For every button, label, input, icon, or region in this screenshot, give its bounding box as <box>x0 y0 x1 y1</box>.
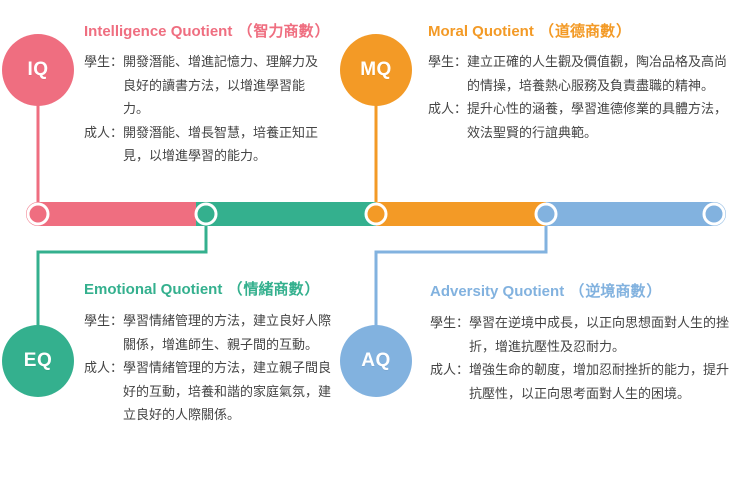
bar-segment-iq <box>26 202 212 226</box>
iq-badge-text: IQ <box>27 59 49 80</box>
aq-adult-label: 成人： <box>430 363 470 378</box>
eq-badge-text: EQ <box>23 350 53 371</box>
mq-title-en: Moral Quotient <box>428 23 534 40</box>
eq-title-zh: 情緒商數 <box>243 281 304 298</box>
eq-description: 學生： 學習情緒管理的方法，建立良好人際關係，增進師生、親子間的互動。 成人： … <box>84 310 336 428</box>
mq-title: Moral Quotient （道德商數） <box>428 23 632 40</box>
node-aq <box>534 202 558 226</box>
bar-segment-aq <box>546 202 726 226</box>
eq-adult-text: 學習情緒管理的方法，建立親子間良好的互動，培養和諧的家庭氣氛，建立良好的人際關係… <box>123 361 332 423</box>
node-end <box>702 202 726 226</box>
aq-title-zh: 逆境商數 <box>585 283 646 300</box>
eq-connector <box>36 214 208 328</box>
iq-student-label: 學生： <box>84 55 124 70</box>
eq-student-label: 學生： <box>84 314 124 329</box>
iq-adult-text: 開發潛能、增長智慧，培養正知正見，以增進學習的能力。 <box>123 125 319 165</box>
aq-title: Adversity Quotient （逆境商數） <box>430 283 662 300</box>
mq-adult-label: 成人： <box>428 102 468 117</box>
eq-adult-label: 成人： <box>84 361 124 376</box>
aq-connector <box>374 214 548 328</box>
mq-title-zh: 道德商數 <box>555 23 616 40</box>
iq-title-zh: 智力商數 <box>253 23 314 40</box>
mq-student-text: 建立正確的人生觀及價值觀，陶冶品格及高尚的情操，培養熱心服務及負責盡職的精神。 <box>467 55 728 94</box>
iq-student-text: 開發潛能、增進記憶力、理解力及良好的讀書方法，以增進學習能力。 <box>123 55 319 117</box>
aq-badge: AQ <box>340 325 412 397</box>
aq-student-text: 學習在逆境中成長，以正向思想面對人生的挫折，增進抗壓性及忍耐力。 <box>469 316 730 355</box>
iq-title: Intelligence Quotient （智力商數） <box>84 23 330 40</box>
mq-badge-text: MQ <box>360 59 392 80</box>
iq-badge: IQ <box>2 34 74 106</box>
aq-adult-text: 增強生命的韌度，增加忍耐挫折的能力，提升抗壓性，以正向思考面對人生的困境。 <box>469 363 730 402</box>
iq-title-en: Intelligence Quotient <box>84 23 233 40</box>
iq-adult-label: 成人： <box>84 125 124 141</box>
mq-student-label: 學生： <box>428 55 468 70</box>
eq-title: Emotional Quotient （情緒商數） <box>84 281 320 298</box>
mq-adult-text: 提升心性的涵養，學習進德修業的具體方法，效法聖賢的行誼典範。 <box>467 102 728 141</box>
aq-title-en: Adversity Quotient <box>430 283 565 300</box>
mq-badge: MQ <box>340 34 412 106</box>
eq-student-text: 學習情緒管理的方法，建立良好人際關係，增進師生、親子間的互動。 <box>123 314 332 353</box>
mq-description: 學生： 建立正確的人生觀及價值觀，陶冶品格及高尚的情操，培養熱心服務及負責盡職的… <box>428 51 740 145</box>
node-iq <box>26 202 50 226</box>
node-mq <box>364 202 388 226</box>
aq-student-label: 學生： <box>430 316 470 331</box>
aq-badge-text: AQ <box>361 350 391 371</box>
iq-description: 學生： 開發潛能、增進記憶力、理解力及良好的讀書方法，以增進學習能力。 成人： … <box>84 51 320 169</box>
node-eq <box>194 202 218 226</box>
eq-badge: EQ <box>2 325 74 397</box>
bar-segment-eq <box>196 202 386 226</box>
eq-title-en: Emotional Quotient <box>84 281 223 298</box>
bar-segment-mq <box>376 202 556 226</box>
aq-description: 學生： 學習在逆境中成長，以正向思想面對人生的挫折，增進抗壓性及忍耐力。 成人：… <box>430 312 742 406</box>
